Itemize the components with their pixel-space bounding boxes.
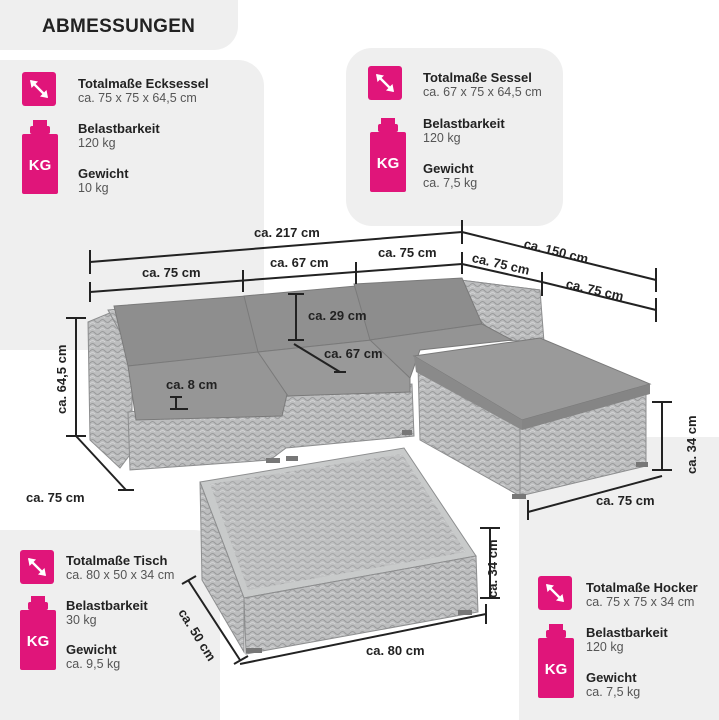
tisch-load-value: 30 kg	[66, 613, 97, 627]
sessel-size-label: Totalmaße Sessel	[423, 70, 532, 85]
resize-arrow-icon	[538, 576, 572, 610]
resize-arrow-icon	[22, 72, 56, 106]
resize-arrow-icon	[20, 550, 54, 584]
tisch-weight-value: ca. 9,5 kg	[66, 657, 121, 671]
tisch-load: Belastbarkeit 30 kg	[66, 598, 148, 628]
kg-text: KG	[29, 157, 52, 174]
ecksessel-load-value: 120 kg	[78, 136, 116, 150]
sessel-size-value: ca. 67 x 75 x 64,5 cm	[423, 85, 542, 99]
dim-cushion-thickness: ca. 8 cm	[166, 377, 218, 392]
ecksessel-size-label: Totalmaße Ecksessel	[78, 76, 209, 91]
ecksessel-load-label: Belastbarkeit	[78, 121, 160, 136]
dim-backrest-height: ca. 29 cm	[308, 308, 367, 323]
hocker-weight-label: Gewicht	[586, 670, 637, 685]
hocker-load-value: 120 kg	[586, 640, 624, 654]
dim-sofa-height: ca. 64,5 cm	[54, 344, 69, 414]
dim-table-height: ca. 34 cm	[485, 539, 500, 598]
ecksessel-weight-value: 10 kg	[78, 181, 109, 195]
tisch-weight: Gewicht ca. 9,5 kg	[66, 642, 120, 672]
weight-kg-icon: KG	[370, 118, 406, 192]
weight-kg-icon: KG	[22, 120, 58, 194]
sessel-load: Belastbarkeit 120 kg	[423, 116, 505, 146]
title-panel	[0, 0, 238, 50]
ecksessel-weight: Gewicht 10 kg	[78, 166, 129, 196]
hocker	[412, 337, 652, 499]
ecksessel-load: Belastbarkeit 120 kg	[78, 121, 160, 151]
sessel-weight-label: Gewicht	[423, 161, 474, 176]
weight-kg-icon: KG	[538, 624, 574, 698]
dim-sofa-depth: ca. 75 cm	[26, 490, 85, 505]
ecksessel-weight-label: Gewicht	[78, 166, 129, 181]
resize-arrow-icon	[368, 66, 402, 100]
hocker-weight-value: ca. 7,5 kg	[586, 685, 641, 699]
dim-seg1: ca. 75 cm	[142, 265, 201, 280]
dim-seg3: ca. 75 cm	[378, 245, 437, 260]
dim-total-width: ca. 217 cm	[254, 225, 320, 240]
dim-hocker-width: ca. 75 cm	[596, 493, 655, 508]
sessel-load-label: Belastbarkeit	[423, 116, 505, 131]
dim-seg2: ca. 67 cm	[270, 255, 329, 270]
ecksessel-size: Totalmaße Ecksessel ca. 75 x 75 x 64,5 c…	[78, 76, 209, 106]
dim-table-width: ca. 80 cm	[366, 643, 425, 658]
hocker-size-label: Totalmaße Hocker	[586, 580, 698, 595]
sessel-weight: Gewicht ca. 7,5 kg	[423, 161, 477, 191]
tisch-size-label: Totalmaße Tisch	[66, 553, 168, 568]
hocker-size-value: ca. 75 x 75 x 34 cm	[586, 595, 695, 609]
kg-text: KG	[27, 633, 50, 650]
tisch-weight-label: Gewicht	[66, 642, 117, 657]
weight-kg-icon: KG	[20, 596, 56, 670]
hocker-load: Belastbarkeit 120 kg	[586, 625, 668, 655]
page-title: ABMESSUNGEN	[42, 16, 196, 37]
sessel-size: Totalmaße Sessel ca. 67 x 75 x 64,5 cm	[423, 70, 542, 100]
dim-hocker-height: ca. 34 cm	[684, 415, 699, 474]
ecksessel-size-value: ca. 75 x 75 x 64,5 cm	[78, 91, 197, 105]
hocker-weight: Gewicht ca. 7,5 kg	[586, 670, 640, 700]
dim-seat-depth: ca. 67 cm	[324, 346, 383, 361]
coffee-table	[199, 447, 479, 655]
hocker-load-label: Belastbarkeit	[586, 625, 668, 640]
kg-text: KG	[545, 661, 568, 678]
sofa	[87, 277, 545, 471]
kg-text: KG	[377, 155, 400, 172]
hocker-size: Totalmaße Hocker ca. 75 x 75 x 34 cm	[586, 580, 698, 610]
dimension-lines	[66, 220, 672, 665]
sessel-load-value: 120 kg	[423, 131, 461, 145]
sessel-weight-value: ca. 7,5 kg	[423, 176, 478, 190]
tisch-load-label: Belastbarkeit	[66, 598, 148, 613]
tisch-size-value: ca. 80 x 50 x 34 cm	[66, 568, 175, 582]
tisch-size: Totalmaße Tisch ca. 80 x 50 x 34 cm	[66, 553, 174, 583]
